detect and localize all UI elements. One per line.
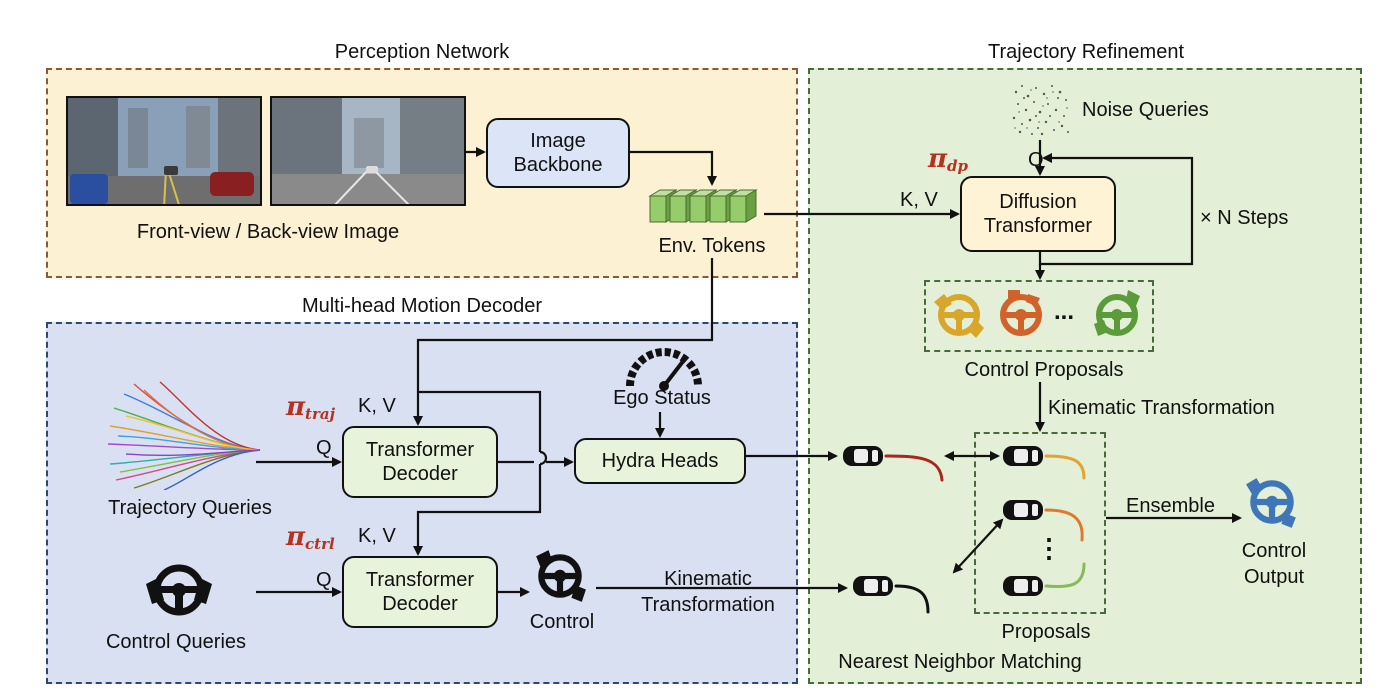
control-proposals-box: [924, 280, 1154, 352]
control-wheel-icon: [536, 550, 586, 602]
pi-dp-symbol: πdp: [928, 144, 969, 175]
control-proposals-label: Control Proposals: [964, 359, 1124, 381]
diffusion-transformer-block: Diffusion Transformer: [960, 176, 1116, 252]
back-view-image: [270, 96, 466, 206]
steering-wheel-icon: [146, 564, 212, 616]
ego-status-label: Ego Status: [613, 387, 711, 409]
traj-transformer-decoder-block: Transformer Decoder: [342, 426, 498, 498]
trajectory-queries-label: Trajectory Queries: [108, 497, 272, 519]
trajectory-refinement-panel: [808, 68, 1362, 684]
car-icon: [1003, 576, 1043, 596]
pi-traj-symbol: πtraj: [286, 392, 336, 423]
ctrl-kv-label: K, V: [358, 525, 396, 547]
kinematic-transformation-label: Kinematic Transformation: [1048, 397, 1275, 419]
decoder-title: Multi-head Motion Decoder: [301, 295, 543, 317]
traj-kv-label: K, V: [358, 395, 396, 417]
steering-wheel-icon: [1000, 290, 1042, 336]
control-output-wheel-icon: [1246, 478, 1296, 528]
proposals-label: Proposals: [1001, 621, 1091, 643]
proposals-ellipsis: ...: [1054, 298, 1075, 325]
control-output-label: Control Output: [1241, 540, 1307, 588]
pi-ctrl-symbol: πctrl: [286, 522, 335, 553]
car-icon: [1003, 500, 1043, 520]
proposals-vertical-ellipsis: ⋮: [1036, 533, 1062, 563]
ctrl-transformer-decoder-block: Transformer Decoder: [342, 556, 498, 628]
trajectory-fan-icon: [107, 381, 261, 490]
token-stack-icon: [648, 189, 758, 223]
nearest-neighbor-label: Nearest Neighbor Matching: [838, 651, 1082, 673]
car-icon: [1003, 446, 1043, 466]
noise-icon: [1012, 85, 1069, 136]
steering-wheel-icon: [934, 294, 984, 338]
front-view-image: [66, 96, 262, 206]
car-icon: [853, 576, 893, 596]
traj-q-label: Q: [316, 437, 332, 459]
motion-decoder-panel: [46, 322, 798, 684]
noise-queries-label: Noise Queries: [1082, 99, 1209, 121]
dp-kv-label: K, V: [900, 189, 938, 211]
env-tokens-label: Env. Tokens: [658, 235, 766, 257]
ctrl-q-label: Q: [316, 569, 332, 591]
decoder-kinematic-label: Kinematic Transformation: [641, 568, 775, 616]
perception-title: Perception Network: [334, 41, 510, 63]
ensemble-label: Ensemble: [1126, 495, 1215, 517]
image-backbone-block: Image Backbone: [486, 118, 630, 188]
steering-wheel-icon: [1094, 290, 1140, 336]
speedometer-icon: [626, 348, 702, 391]
control-label: Control: [529, 611, 595, 633]
image-caption: Front-view / Back-view Image: [136, 221, 400, 243]
control-queries-label: Control Queries: [105, 631, 247, 653]
n-steps-label: × N Steps: [1200, 207, 1289, 229]
refinement-title: Trajectory Refinement: [988, 41, 1184, 63]
hydra-heads-block: Hydra Heads: [574, 438, 746, 484]
car-icon: [843, 446, 883, 466]
